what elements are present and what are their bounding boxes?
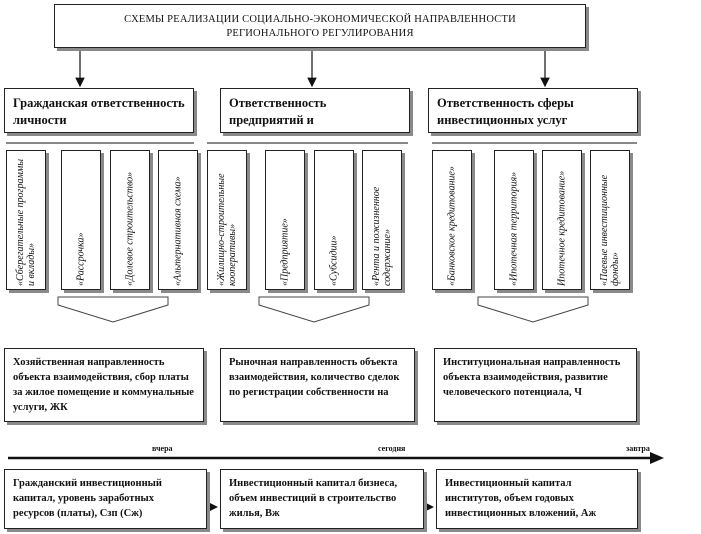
card-installment: «Рассрочка» bbox=[61, 150, 101, 290]
card-label: «Банковское кредитование» bbox=[446, 166, 458, 286]
title-line-1: СХЕМЫ РЕАЛИЗАЦИИ СОЦИАЛЬНО-ЭКОНОМИЧЕСКОЙ… bbox=[124, 14, 516, 25]
capital-business-investment: Инвестиционный капитал бизнеса, объем ин… bbox=[220, 469, 424, 529]
card-label: «Сберегательные программы и вклады» bbox=[15, 159, 37, 286]
card-bank-lending: «Банковское кредитование» bbox=[432, 150, 472, 290]
header-civil-responsibility: Гражданская ответственность личности bbox=[4, 88, 194, 133]
timeline-today: сегодня bbox=[378, 444, 406, 453]
card-label: «Ипотечная территория» bbox=[508, 171, 520, 286]
card-savings-programs: «Сберегательные программы и вклады» bbox=[6, 150, 46, 290]
card-label: «Субсидии» bbox=[328, 235, 340, 286]
card-alternative-scheme: «Альтернативная схема» bbox=[158, 150, 198, 290]
card-label: «Жилищно-строительные кооперативы» bbox=[216, 173, 238, 286]
card-subsidies: «Субсидии» bbox=[314, 150, 354, 290]
timeline-yesterday: вчера bbox=[152, 444, 173, 453]
result-economic-orientation: Хозяйственная направленность объекта вза… bbox=[4, 348, 204, 422]
card-label: «Долевое строительство» bbox=[124, 171, 136, 286]
card-label: «Альтернативная схема» bbox=[172, 176, 184, 287]
card-label: «Рента и пожизненное содержание» bbox=[371, 186, 393, 286]
card-shared-construction: «Долевое строительство» bbox=[110, 150, 150, 290]
card-housing-cooperatives: «Жилищно-строительные кооперативы» bbox=[207, 150, 247, 290]
header-investment-services: Ответственность сферы инвестиционных усл… bbox=[428, 88, 638, 133]
card-label: Ипотечное кредитование» bbox=[556, 170, 568, 286]
capital-civil-investment: Гражданский инвестиционный капитал, уров… bbox=[4, 469, 207, 529]
card-mutual-funds: «Паевые инвестиционные фонды» bbox=[590, 150, 630, 290]
card-label: «Предприятие» bbox=[279, 218, 291, 286]
card-label: «Паевые инвестиционные фонды» bbox=[599, 174, 621, 286]
timeline-tomorrow: завтра bbox=[626, 444, 650, 453]
result-market-orientation: Рыночная направленность объекта взаимоде… bbox=[220, 348, 415, 422]
header-enterprise-responsibility: Ответственность предприятий и bbox=[220, 88, 410, 133]
card-label: «Рассрочка» bbox=[75, 232, 87, 286]
diagram-title: СХЕМЫ РЕАЛИЗАЦИИ СОЦИАЛЬНО-ЭКОНОМИЧЕСКОЙ… bbox=[54, 4, 586, 48]
card-rent-maintenance: «Рента и пожизненное содержание» bbox=[362, 150, 402, 290]
title-line-2: РЕГИОНАЛЬНОГО РЕГУЛИРОВАНИЯ bbox=[226, 28, 414, 39]
capital-institutional-investment: Инвестиционный капитал институтов, объем… bbox=[436, 469, 638, 529]
card-enterprise: «Предприятие» bbox=[265, 150, 305, 290]
card-mortgage-territory: «Ипотечная территория» bbox=[494, 150, 534, 290]
result-institutional-orientation: Институциональная направленность объекта… bbox=[434, 348, 637, 422]
card-mortgage-lending: Ипотечное кредитование» bbox=[542, 150, 582, 290]
